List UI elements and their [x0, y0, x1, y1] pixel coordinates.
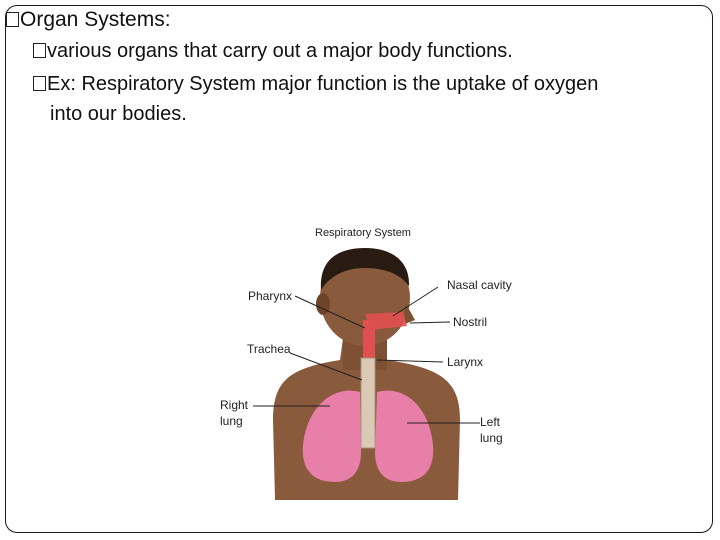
hair-illustration — [320, 248, 410, 290]
left-lung-label-line2: lung — [480, 431, 503, 445]
bullet-organ-systems: Organ Systems: — [6, 8, 171, 32]
pharynx-leader — [294, 295, 366, 329]
bullet-various-organs: various organs that carry out a major bo… — [33, 40, 513, 63]
nostril-label: Nostril — [453, 315, 487, 329]
right-lung-illustration — [302, 390, 361, 482]
nose-illustration — [405, 302, 415, 324]
bullet-box-icon — [6, 12, 19, 27]
right-lung-label-line2: lung — [220, 414, 243, 428]
figure-title: Respiratory System — [315, 227, 411, 239]
bullet-text: various organs that carry out a major bo… — [47, 40, 513, 62]
bullet-box-icon — [33, 76, 46, 91]
trachea-illustration — [360, 357, 376, 449]
bullet-text: Organ Systems: — [20, 8, 171, 31]
nasal-cavity-label: Nasal cavity — [447, 278, 512, 292]
ear-illustration — [316, 293, 330, 315]
right-lung-label-line1: Right — [220, 398, 249, 412]
trachea-label: Trachea — [247, 342, 291, 356]
larynx-leader — [376, 359, 444, 363]
bullet-text: Ex: Respiratory System major function is… — [47, 73, 599, 95]
trachea-leader — [289, 352, 363, 381]
pharynx-illustration — [363, 320, 375, 358]
nasal-cavity-illustration — [365, 312, 407, 330]
pharynx-label: Pharynx — [248, 289, 292, 303]
bullet-box-icon — [33, 43, 46, 58]
bullet-example: Ex: Respiratory System major function is… — [33, 73, 598, 96]
nasal-cavity-leader — [392, 286, 439, 317]
nostril-leader — [409, 321, 451, 324]
bullet-example-continued: into our bodies. — [50, 103, 187, 126]
left-lung-illustration — [375, 390, 434, 482]
respiratory-system-figure: Respiratory System Nasal cavity Pharynx … — [220, 227, 512, 500]
left-lung-label-line1: Left — [480, 415, 501, 429]
larynx-label: Larynx — [447, 355, 483, 369]
bullet-text: into our bodies. — [50, 103, 187, 125]
